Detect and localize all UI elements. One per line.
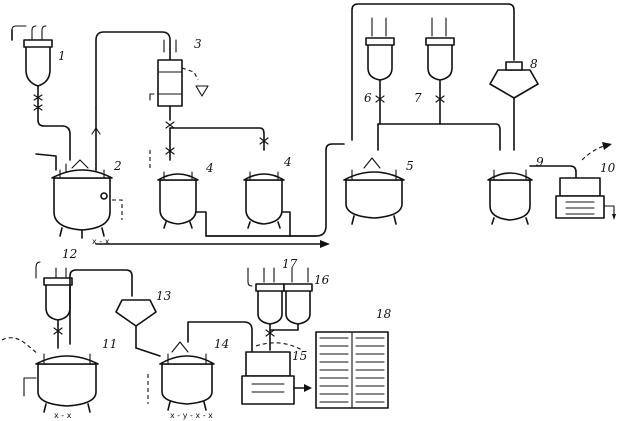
manifold-6-7-8 [377,123,501,151]
feed-vessel-1 [11,25,71,161]
dryer-10 [555,142,616,220]
vessel-7 [425,17,455,125]
vessel-16 [269,267,313,331]
label-12: 12 [62,247,77,261]
label-6: 6 [364,91,372,105]
transfer-line-to-5 [95,143,345,248]
label-15: 15 [292,349,307,363]
vessel-6 [365,17,395,125]
mark-1: x - x [92,237,110,246]
vessel-4b [243,171,291,237]
label-18: 18 [376,307,392,321]
label-16: 16 [314,273,330,287]
mark-2: x - x [54,411,72,420]
line-2-to-3 [95,31,171,109]
top-main-line [351,3,515,141]
cabinet-18 [315,331,389,409]
heater-3 [149,39,269,161]
reactor-14 [135,321,253,411]
label-14: 14 [214,337,229,351]
filter-13 [115,299,157,349]
label-11: 11 [102,337,117,351]
vessel-17 [247,267,285,351]
label-2: 2 [113,159,122,173]
label-8: 8 [530,57,538,71]
label-17: 17 [282,257,298,271]
mark-3: x - y - x - x [170,411,213,420]
label-3: 3 [194,37,202,51]
reactor-5 [343,157,405,225]
label-7: 7 [414,91,422,105]
vessel-12 [35,261,73,349]
label-5: 5 [406,159,414,173]
vessel-4a [149,150,317,237]
label-4a: 4 [205,161,214,175]
label-9: 9 [536,155,544,169]
label-1: 1 [58,49,66,63]
filter-8 [489,61,539,151]
reactor-9 [487,165,577,225]
reactor-11 [1,269,133,413]
label-10: 10 [600,161,616,175]
label-13: 13 [156,289,172,303]
dryer-15 [241,342,312,405]
reactor-2 [35,107,123,239]
label-4b: 4 [283,155,292,169]
